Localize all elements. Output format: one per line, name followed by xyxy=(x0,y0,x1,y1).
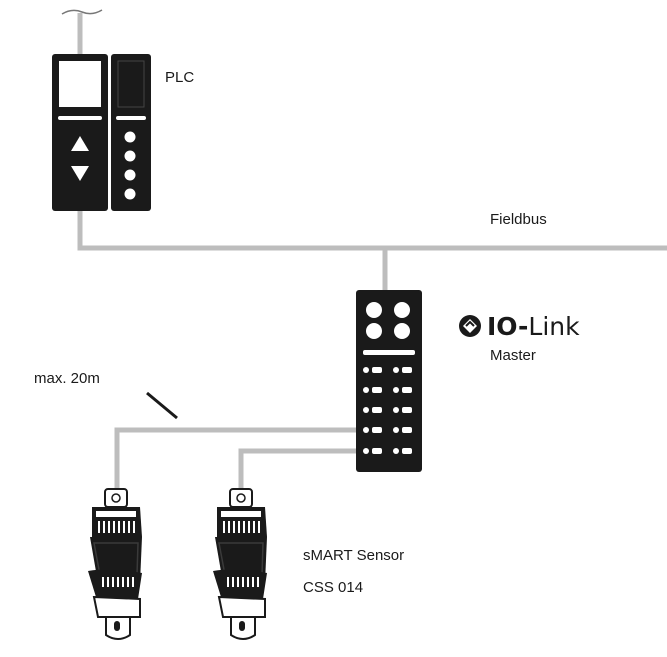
master-port xyxy=(366,302,382,318)
plc-io-divider xyxy=(116,116,146,120)
master-body xyxy=(356,290,422,472)
plc-device xyxy=(52,54,151,211)
io-link-master-device xyxy=(356,290,422,472)
plc-led xyxy=(124,169,136,181)
brand-dash: - xyxy=(518,312,528,341)
sensor-2 xyxy=(212,488,268,640)
io-link-brand: IO-Link xyxy=(487,312,580,341)
io-link-logo: IO-Link xyxy=(459,312,580,341)
cables xyxy=(61,9,667,488)
master-port xyxy=(394,323,410,339)
fieldbus-line xyxy=(77,210,667,251)
master-divider xyxy=(363,350,415,355)
plc-io-panel xyxy=(117,60,145,108)
master-status-leds xyxy=(363,367,412,454)
master-port xyxy=(366,323,382,339)
master-label: Master xyxy=(490,347,536,364)
brand-link: Link xyxy=(528,312,580,341)
plc-label: PLC xyxy=(165,69,194,86)
sensor-name-label: sMART Sensor xyxy=(303,547,404,564)
plc-divider xyxy=(58,116,102,120)
plc-led xyxy=(124,188,136,200)
fieldbus-label: Fieldbus xyxy=(490,211,547,228)
sensor-cable-2 xyxy=(238,448,357,488)
up-arrow-icon xyxy=(71,136,89,151)
plc-led xyxy=(124,150,136,162)
sensor-1 xyxy=(87,488,143,640)
sensor-model-label: CSS 014 xyxy=(303,579,363,596)
plc-led xyxy=(124,131,136,143)
plc-display xyxy=(59,61,101,107)
down-arrow-icon xyxy=(71,166,89,181)
sensor-cable-1 xyxy=(114,427,357,488)
cable-length-marker xyxy=(146,391,178,420)
master-port xyxy=(394,302,410,318)
cable-length-label: max. 20m xyxy=(34,370,100,387)
brand-io: IO xyxy=(487,312,518,341)
plc-power-cable xyxy=(61,9,103,15)
